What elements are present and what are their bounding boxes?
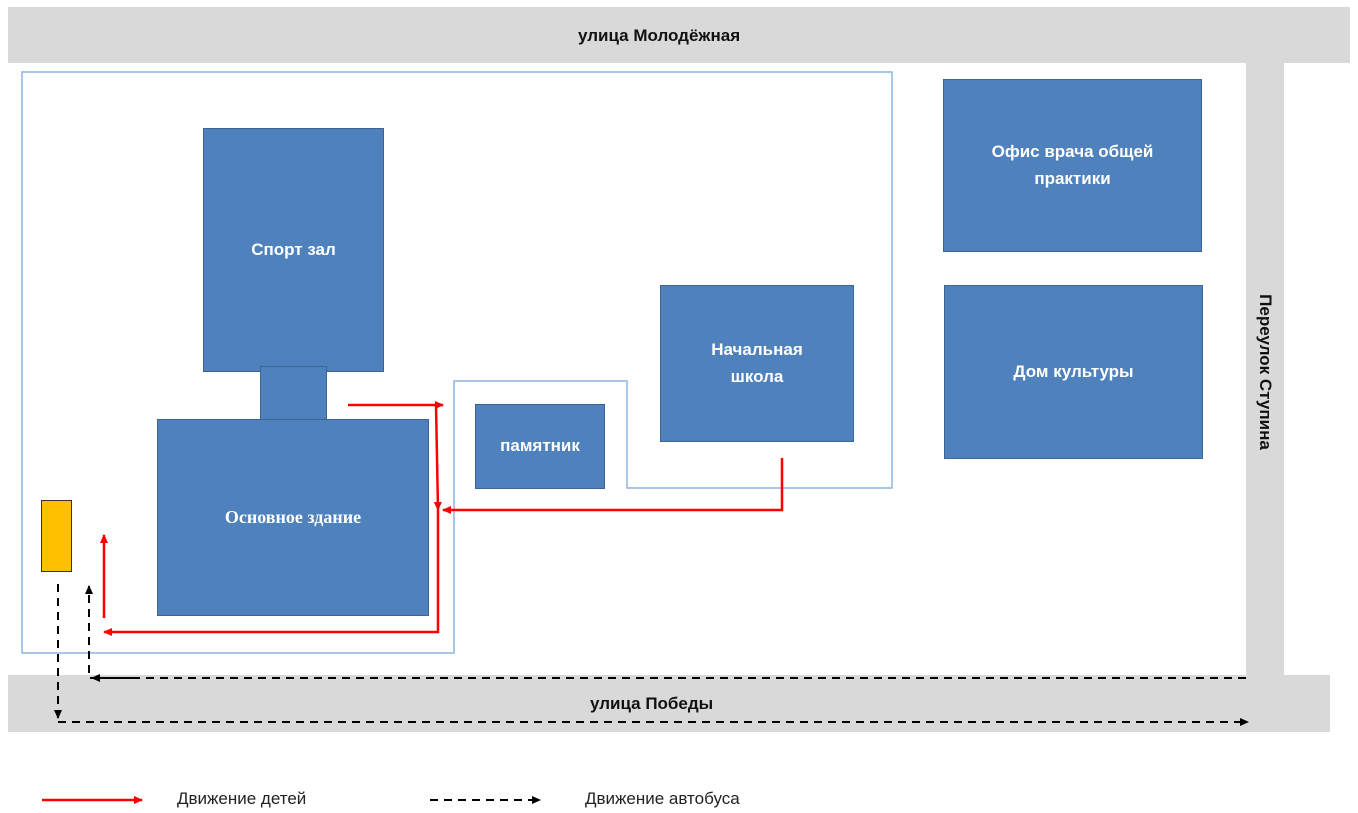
bus-icon [41, 500, 72, 572]
street-pobedy-label: улица Победы [590, 694, 714, 713]
building-gym: Спорт зал [203, 128, 384, 372]
children-path-main-side [433, 404, 442, 511]
building-main: Основное здание [157, 419, 429, 616]
monument-label: памятник [500, 436, 580, 456]
children-path-to-bus [103, 510, 440, 636]
building-primary-school-label-line1: Начальная [711, 340, 803, 360]
building-primary-school: Начальная школа [660, 285, 854, 442]
building-gym-label: Спорт зал [251, 239, 336, 259]
children-path-from-primary-school [442, 458, 784, 514]
monument: памятник [475, 404, 605, 489]
street-molodezhnaya [8, 7, 1350, 63]
building-main-label: Основное здание [224, 506, 362, 527]
building-doctor-office: Офис врача общей практики [943, 79, 1202, 252]
building-culture-house: Дом культуры [944, 285, 1203, 459]
legend-bus-label: Движение автобуса [585, 789, 740, 808]
building-connector [260, 366, 327, 424]
lane-stupina [1246, 63, 1284, 675]
street-molodezhnaya-label: улица Молодёжная [578, 26, 741, 45]
building-doctor-office-label-line2: практики [1034, 168, 1111, 188]
school-territory-boundary [21, 71, 893, 654]
building-doctor-office-label-line1: Офис врача общей [991, 142, 1154, 162]
legend-children-label: Движение детей [177, 789, 307, 808]
building-primary-school-label-line2: школа [730, 366, 784, 386]
bus-path-return [85, 585, 1246, 679]
building-culture-house-label: Дом культуры [1013, 361, 1134, 381]
